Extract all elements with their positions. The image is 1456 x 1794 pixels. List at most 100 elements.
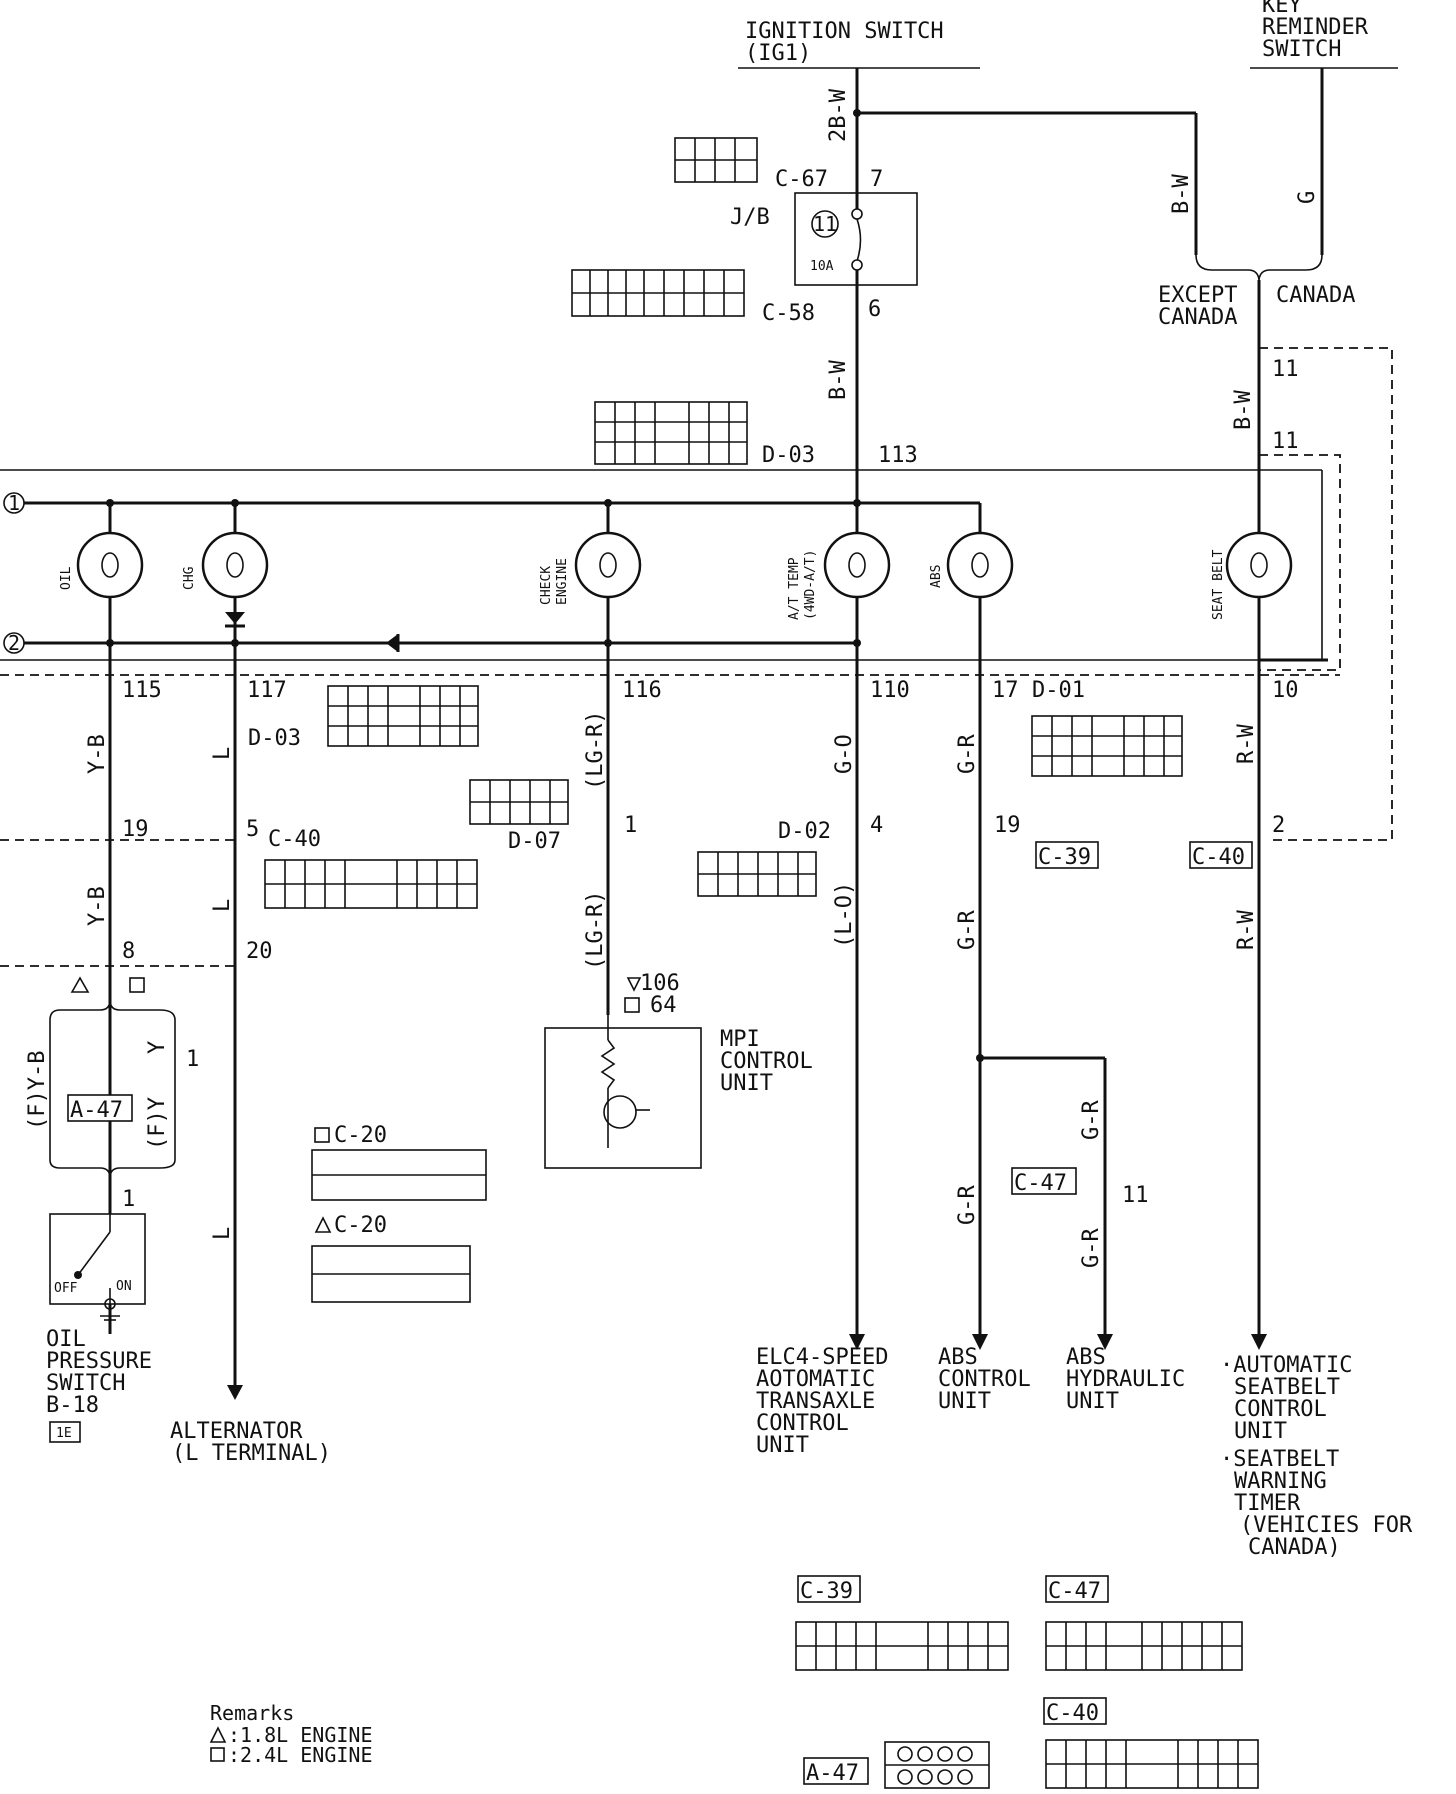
svg-text::1.8L ENGINE: :1.8L ENGINE	[228, 1723, 373, 1747]
wire-label-go: G-O	[832, 734, 857, 774]
svg-text:AOTOMATIC: AOTOMATIC	[756, 1367, 875, 1392]
pin-6: 6	[868, 297, 881, 322]
svg-text:SEAT BELT: SEAT BELT	[1211, 549, 1226, 620]
wire-label-gr-3: G-R	[1079, 1100, 1104, 1140]
legend-a47: A-47	[803, 1741, 990, 1789]
dashed-loop-wire	[1259, 454, 1341, 671]
bus-1: 1	[3, 491, 982, 536]
pin-11-b: 11	[1272, 429, 1299, 454]
wire-label-gr-4: G-R	[955, 1185, 980, 1225]
wire-label-rw-2: R-W	[1234, 910, 1259, 950]
alternator-arrow	[227, 1385, 243, 1400]
svg-text:TIMER: TIMER	[1234, 1491, 1301, 1516]
svg-text:OIL: OIL	[59, 566, 74, 590]
meter-frame	[0, 469, 1340, 676]
connector-tag-c47: C-47	[1011, 1167, 1077, 1196]
svg-text:MPI: MPI	[720, 1027, 760, 1052]
remarks: Remarks :1.8L ENGINE :2.4L ENGINE	[209, 1701, 373, 1767]
wire-label-gr-2: G-R	[955, 910, 980, 950]
ignition-switch-label: IGNITION SWITCH (IG1)	[738, 19, 980, 69]
pin-1-y: 1	[186, 1047, 199, 1072]
wire-label-g: G	[1295, 191, 1320, 204]
svg-text:(4WD-A/T): (4WD-A/T)	[803, 550, 818, 620]
indicator-check-engine: CHECK ENGINE	[539, 503, 642, 1015]
svg-text:CONTROL: CONTROL	[720, 1049, 813, 1074]
wire-label-l-3: L	[210, 1227, 235, 1240]
pin-2: 2	[1272, 813, 1285, 838]
oil-pressure-switch-label: OIL PRESSURE SWITCH B-18 1E	[46, 1327, 152, 1443]
wire-label-fyb: (F)Y-B	[25, 1051, 50, 1130]
pin-4: 4	[870, 813, 883, 838]
connector-c20-square: C-20	[311, 1123, 487, 1201]
pin-19-a: 19	[122, 817, 149, 842]
wire-label-l-2: L	[210, 899, 235, 912]
connector-icon-d01	[1031, 715, 1183, 777]
svg-text:A-47: A-47	[806, 1761, 859, 1786]
wire-label-yb-2: Y-B	[85, 886, 110, 926]
svg-text:C-20: C-20	[334, 1213, 387, 1238]
connector-icon-d03-top	[594, 401, 748, 465]
svg-text:CHG: CHG	[182, 566, 197, 590]
connector-label-c67: C-67	[775, 167, 828, 192]
mpi-control-unit: 106 64	[544, 971, 702, 1169]
pin-11-a: 11	[1272, 357, 1299, 382]
pin-113: 113	[878, 443, 918, 468]
pin-110: 110	[870, 678, 910, 703]
svg-text:CHECK: CHECK	[539, 566, 554, 605]
svg-text:C-47: C-47	[1014, 1171, 1067, 1196]
connector-label-d03-mid: D-03	[248, 726, 301, 751]
svg-text:A/T TEMP: A/T TEMP	[787, 557, 802, 620]
svg-text:UNIT: UNIT	[938, 1389, 991, 1414]
pin-17: 17	[992, 678, 1019, 703]
dashed-canada-wire	[1259, 347, 1393, 841]
indicator-at-temp: A/T TEMP (4WD-A/T)	[787, 531, 891, 620]
wire-label-2bw: 2B-W	[826, 88, 851, 142]
connector-icon-c58	[571, 269, 745, 317]
connector-icon-d02	[697, 851, 817, 897]
svg-text:ABS: ABS	[938, 1345, 978, 1370]
pin-7: 7	[870, 167, 883, 192]
branch-labels: EXCEPT CANADA CANADA	[1158, 283, 1355, 330]
indicator-chg: CHG	[182, 503, 269, 1385]
legend-c47: C-47	[1045, 1575, 1243, 1671]
wire-label-gr-1: G-R	[955, 734, 980, 774]
svg-text:ON: ON	[116, 1279, 132, 1294]
svg-text:J/B: J/B	[730, 205, 770, 230]
pin-117: 117	[247, 678, 287, 703]
pin-20: 20	[246, 939, 273, 964]
svg-text:PRESSURE: PRESSURE	[46, 1349, 152, 1374]
fuse: 11 10A J/B	[730, 205, 839, 274]
pin-11-c: 11	[1122, 1183, 1149, 1208]
wire-label-yb-1: Y-B	[85, 734, 110, 774]
svg-text:EXCEPT: EXCEPT	[1158, 283, 1237, 308]
wire-label-l-1: L	[210, 747, 235, 760]
svg-text:UNIT: UNIT	[1234, 1419, 1287, 1444]
svg-text:OIL: OIL	[46, 1327, 86, 1352]
svg-text:IGNITION SWITCH: IGNITION SWITCH	[745, 19, 944, 44]
svg-text::2.4L ENGINE: :2.4L ENGINE	[228, 1743, 373, 1767]
svg-text:CANADA): CANADA)	[1248, 1535, 1341, 1560]
pin-5: 5	[246, 817, 259, 842]
pin-1-lgr: 1	[624, 813, 637, 838]
pin-116: 116	[622, 678, 662, 703]
svg-text:64: 64	[650, 993, 677, 1018]
mpi-label: MPI CONTROL UNIT	[720, 1027, 813, 1096]
svg-text:1E: 1E	[56, 1426, 72, 1441]
svg-text:UNIT: UNIT	[756, 1433, 809, 1458]
connector-label-d01: D-01	[1032, 678, 1085, 703]
svg-text:CONTROL: CONTROL	[756, 1411, 849, 1436]
connector-label-c58: C-58	[762, 301, 815, 326]
svg-text:106: 106	[640, 971, 680, 996]
wire-label-rw-1: R-W	[1234, 724, 1259, 764]
connector-label-d07: D-07	[508, 829, 561, 854]
pin-8: 8	[122, 939, 135, 964]
svg-text:ENGINE: ENGINE	[555, 558, 570, 605]
svg-text:CANADA: CANADA	[1158, 305, 1237, 330]
abs-control-unit-label: ABS CONTROL UNIT	[938, 1345, 1031, 1414]
svg-text:SEATBELT: SEATBELT	[1234, 1375, 1340, 1400]
svg-text:(L TERMINAL): (L TERMINAL)	[172, 1441, 331, 1466]
svg-text:UNIT: UNIT	[1066, 1389, 1119, 1414]
svg-text:HYDRAULIC: HYDRAULIC	[1066, 1367, 1185, 1392]
svg-text:WARNING: WARNING	[1234, 1469, 1327, 1494]
